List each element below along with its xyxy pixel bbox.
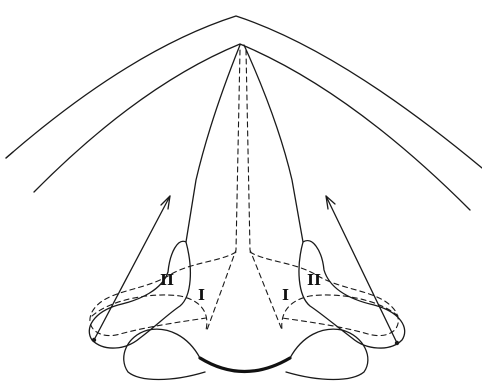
right-arrow-origin-dot [395, 341, 399, 345]
left-bottom-lobe [124, 329, 205, 379]
central-process-left-edge [186, 45, 240, 242]
right-arrow-head [326, 196, 335, 209]
outer-arch-left-tick [6, 152, 13, 158]
label-left-ii: II [160, 271, 174, 289]
right-arrow-shaft [326, 196, 397, 343]
left-arrow-origin-dot [92, 338, 96, 342]
right-lobe-ii [299, 241, 405, 348]
right-region-dashed-lower [282, 295, 398, 330]
left-arrow-shaft [94, 196, 170, 340]
label-left-i: I [198, 286, 205, 304]
label-right-ii: II [307, 271, 321, 289]
outer-arch-upper [6, 16, 482, 168]
right-bottom-lobe [286, 329, 368, 379]
midline-dash-left [207, 50, 240, 330]
central-process-right-edge [244, 45, 303, 242]
left-lobe-ii [89, 241, 190, 348]
outer-arch-lower [34, 44, 470, 210]
left-arrow-head [161, 196, 170, 209]
right-region-i-dashed [250, 252, 398, 336]
left-region-i-dashed [90, 252, 236, 336]
label-right-i: I [282, 286, 289, 304]
base-arc [200, 358, 290, 372]
